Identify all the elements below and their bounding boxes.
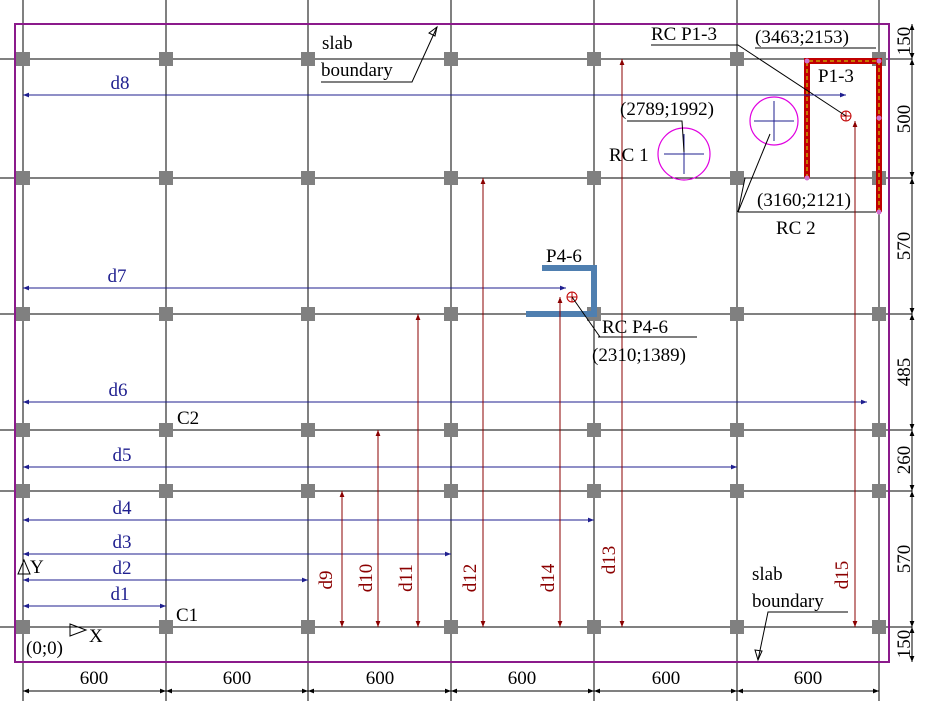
coord-2310-label: (2310;1389) xyxy=(592,345,686,366)
dim-label-d14: d14 xyxy=(538,563,559,592)
column-square xyxy=(872,484,886,498)
column-square xyxy=(159,484,173,498)
coord-2789-label: (2789;1992) xyxy=(620,99,714,120)
dim-label-d1: d1 xyxy=(111,584,130,605)
column-square xyxy=(730,423,744,437)
column-square xyxy=(444,171,458,185)
slab-boundary-label-top-2: boundary xyxy=(321,60,393,81)
dim-label-d2: d2 xyxy=(113,558,132,579)
dim-label-d3: d3 xyxy=(113,532,132,553)
column-square xyxy=(872,423,886,437)
column-square xyxy=(444,52,458,66)
coord-3463-label: (3463;2153) xyxy=(755,27,849,48)
slab-boundary xyxy=(14,23,890,663)
dim-label-d7: d7 xyxy=(108,266,127,287)
bottom-dim-5: 600 xyxy=(652,668,681,689)
column-square xyxy=(16,307,30,321)
axis-y-label: Y xyxy=(30,557,44,578)
bottom-dim-2: 600 xyxy=(223,668,252,689)
column-square xyxy=(16,484,30,498)
wall-p1-3 xyxy=(804,58,882,215)
slab-boundary-label-bottom-2: boundary xyxy=(752,591,824,612)
dim-label-d8: d8 xyxy=(111,73,130,94)
column-square xyxy=(16,620,30,634)
rc-p1-3-label: RC P1-3 xyxy=(651,24,717,45)
column-square xyxy=(730,307,744,321)
dim-label-d6: d6 xyxy=(109,380,128,401)
right-dim-1: 150 xyxy=(894,27,915,56)
right-dim-3: 570 xyxy=(894,232,915,261)
dim-label-d11: d11 xyxy=(396,564,417,592)
column-square xyxy=(301,423,315,437)
column-square xyxy=(872,307,886,321)
rc2-label: RC 2 xyxy=(776,218,816,239)
coord-3160-label: (3160;2121) xyxy=(757,190,851,211)
dim-label-d13: d13 xyxy=(599,546,620,575)
column-square xyxy=(587,171,601,185)
column-square xyxy=(301,52,315,66)
right-dim-7: 150 xyxy=(894,630,915,659)
column-square xyxy=(587,484,601,498)
dim-label-d15: d15 xyxy=(832,561,853,590)
rc2-circle xyxy=(749,96,799,146)
column-square xyxy=(872,620,886,634)
axis-x-label: X xyxy=(89,626,103,647)
p1-3-label: P1-3 xyxy=(818,66,854,87)
column-square xyxy=(301,307,315,321)
column-square xyxy=(16,171,30,185)
column-square xyxy=(159,171,173,185)
column-square xyxy=(16,423,30,437)
column-square xyxy=(444,307,458,321)
c2-label: C2 xyxy=(177,408,199,429)
column-square xyxy=(444,620,458,634)
dim-label-d12: d12 xyxy=(460,564,481,593)
right-dim-5: 260 xyxy=(894,446,915,475)
column-square xyxy=(301,484,315,498)
right-dim-6: 570 xyxy=(894,545,915,574)
column-square xyxy=(587,52,601,66)
rc1-circle xyxy=(657,127,711,181)
origin-label: (0;0) xyxy=(26,638,63,659)
column-square xyxy=(730,52,744,66)
rc1-label: RC 1 xyxy=(609,145,649,166)
column-square xyxy=(444,423,458,437)
column-square xyxy=(301,620,315,634)
column-square xyxy=(587,423,601,437)
bottom-dim-4: 600 xyxy=(508,668,537,689)
axis-indicator xyxy=(17,558,88,637)
p4-6-label: P4-6 xyxy=(546,246,582,267)
c1-label: C1 xyxy=(176,605,198,626)
rc-p4-6-label: RC P4-6 xyxy=(602,317,668,338)
column-square xyxy=(587,620,601,634)
dim-label-d10: d10 xyxy=(356,564,377,593)
column-square xyxy=(16,52,30,66)
column-square xyxy=(159,620,173,634)
column-square xyxy=(730,171,744,185)
column-square xyxy=(159,52,173,66)
dim-label-d5: d5 xyxy=(113,445,132,466)
column-square xyxy=(301,171,315,185)
right-dim-4: 485 xyxy=(894,358,915,387)
bottom-dim-6: 600 xyxy=(794,668,823,689)
bottom-dim-3: 600 xyxy=(366,668,395,689)
blue-dimension-arrows xyxy=(23,92,867,609)
column-square xyxy=(159,307,173,321)
column-square xyxy=(730,484,744,498)
right-dim-2: 500 xyxy=(894,105,915,134)
column-square xyxy=(730,620,744,634)
column-square xyxy=(444,484,458,498)
slab-boundary-label-bottom-1: slab xyxy=(752,564,783,585)
dim-label-d9: d9 xyxy=(316,571,337,590)
bottom-dim-1: 600 xyxy=(80,668,109,689)
dim-label-d4: d4 xyxy=(113,498,133,519)
column-square xyxy=(159,423,173,437)
red-dimension-arrows xyxy=(339,59,858,627)
leader-lines xyxy=(321,25,876,662)
slab-boundary-label-top-1: slab xyxy=(322,33,353,54)
